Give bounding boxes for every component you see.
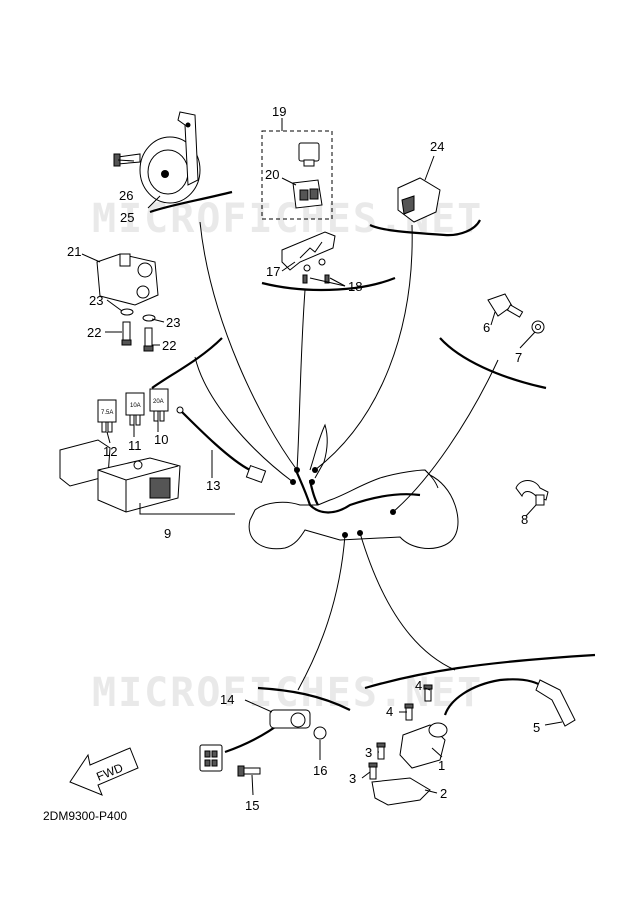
temp-sensor-icon	[487, 293, 545, 334]
fuse-icons: 7.5A 10A 20A	[97, 388, 169, 433]
callout-7: 7	[515, 350, 522, 365]
callout-4b: 4	[386, 704, 393, 719]
scooter-outline	[248, 423, 459, 550]
callout-leaders	[81, 155, 563, 796]
callout-16: 16	[313, 763, 327, 778]
flasher-relay-icon	[96, 253, 159, 306]
group-brackets	[149, 190, 596, 711]
callout-1: 1	[438, 758, 445, 773]
clamp-icon	[515, 480, 549, 506]
leader-lines	[194, 221, 499, 691]
callout-17: 17	[266, 264, 280, 279]
callout-15: 15	[245, 798, 259, 813]
callout-4a: 4	[415, 678, 422, 693]
callout-12: 12	[103, 444, 117, 459]
callout-3b: 3	[349, 771, 356, 786]
callout-24: 24	[430, 139, 444, 154]
screws-washers-icon	[120, 308, 156, 352]
callout-10: 10	[154, 432, 168, 447]
callout-23b: 23	[166, 315, 180, 330]
relay-group-box	[261, 130, 333, 220]
callout-6: 6	[483, 320, 490, 335]
callout-22b: 22	[162, 338, 176, 353]
callout-14: 14	[220, 692, 234, 707]
callout-26: 26	[119, 188, 133, 203]
forward-arrow-icon: FWD	[69, 747, 139, 796]
callout-3a: 3	[365, 745, 372, 760]
lead-wire-icon	[176, 406, 267, 484]
callout-5: 5	[533, 720, 540, 735]
callout-19: 19	[272, 104, 286, 119]
callout-13: 13	[206, 478, 220, 493]
switch-assembly-icon	[199, 709, 327, 777]
callout-labels: 1 2 3 3 4 4 5 6 7 8 9 10 11 12 13 14 15 …	[67, 104, 540, 813]
fuse-box-icon	[59, 439, 181, 513]
fuse-rating-10a: 10A	[130, 403, 141, 409]
bracket-icon	[281, 231, 336, 284]
watermark-bottom: MICROFICHES.NET	[92, 670, 483, 716]
callout-20: 20	[265, 167, 279, 182]
callout-25: 25	[120, 210, 134, 225]
callout-2: 2	[440, 786, 447, 801]
main-harness	[293, 467, 421, 514]
callout-18: 18	[348, 279, 362, 294]
relay-icon	[292, 142, 323, 209]
ignition-coil-icon	[368, 678, 576, 806]
callout-9: 9	[164, 526, 171, 541]
callout-21: 21	[67, 244, 81, 259]
callout-23a: 23	[89, 293, 103, 308]
fuse-rating-20a: 20A	[153, 399, 164, 405]
fuse-rating-7-5a: 7.5A	[101, 410, 113, 416]
horn-icon	[113, 111, 201, 204]
callout-22a: 22	[87, 325, 101, 340]
sensor-icon	[397, 177, 441, 223]
callout-11: 11	[128, 438, 142, 453]
callout-8: 8	[521, 512, 528, 527]
diagram-code: 2DM9300-P400	[43, 809, 127, 823]
